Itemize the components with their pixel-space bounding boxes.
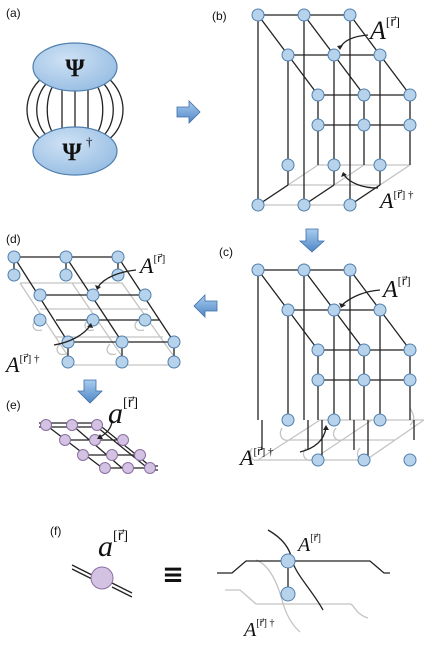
lower-tensor-label-b: A[r⃗] † [378,188,414,213]
down-arrow-icon [77,379,103,404]
lattice-3d-b: A[r⃗] A[r⃗] † [251,8,417,213]
psi-tensor [32,42,118,92]
reduced-tensor-label-f: a[r⃗] [98,529,128,563]
reduced-tensor-label-e: a[r⃗] [108,396,138,430]
psi-dagger-mark: † [86,134,93,149]
psi-dagger-symbol: Ψ [62,139,82,166]
reduced-tensor-node [90,566,114,590]
upper-tensor-label-f: A[r⃗] [296,533,321,556]
lattice-3d-c: A[r⃗] A[r⃗] † [238,263,425,470]
down-arrow-icon [298,228,326,253]
lower-tensor-label-f: A[r⃗] † [242,618,275,641]
upper-tensor-label-c: A[r⃗] [381,274,411,303]
lattice-2d-d: A[r⃗] A[r⃗] † [4,250,181,377]
panel-label-c: (c) [219,245,233,259]
upper-tensor-label-b: A[r⃗] [368,14,400,45]
lower-tensor-label-c: A[r⃗] † [238,445,274,470]
reduced-lattice-e: a[r⃗] [39,396,158,474]
lattice-nodes-d [7,250,181,369]
psi-dagger-tensor [32,126,118,176]
right-arrow-icon [176,100,201,124]
panel-label-f: (f) [50,524,61,538]
psi-symbol: Ψ [65,55,85,82]
panel-label-e: (e) [6,398,21,412]
equivalence-f: a[r⃗] ≡ A[r⃗] A[r⃗] † [71,529,390,641]
psi-pair-diagram: Ψ Ψ † [26,42,124,176]
reduced-nodes-e [40,419,156,474]
upper-tensor-node-f [280,553,296,569]
lattice-nodes-c [251,263,417,467]
panel-label-b: (b) [212,9,227,23]
equivalence-sign: ≡ [162,560,184,590]
upper-tensor-label-d: A[r⃗] [138,253,165,278]
lower-tensor-node-f [280,586,296,602]
lower-tensor-label-d: A[r⃗] † [4,352,40,377]
panel-label-d: (d) [6,232,21,246]
left-arrow-icon [193,294,218,318]
lattice-nodes-b [251,8,417,212]
panel-label-a: (a) [6,6,21,20]
